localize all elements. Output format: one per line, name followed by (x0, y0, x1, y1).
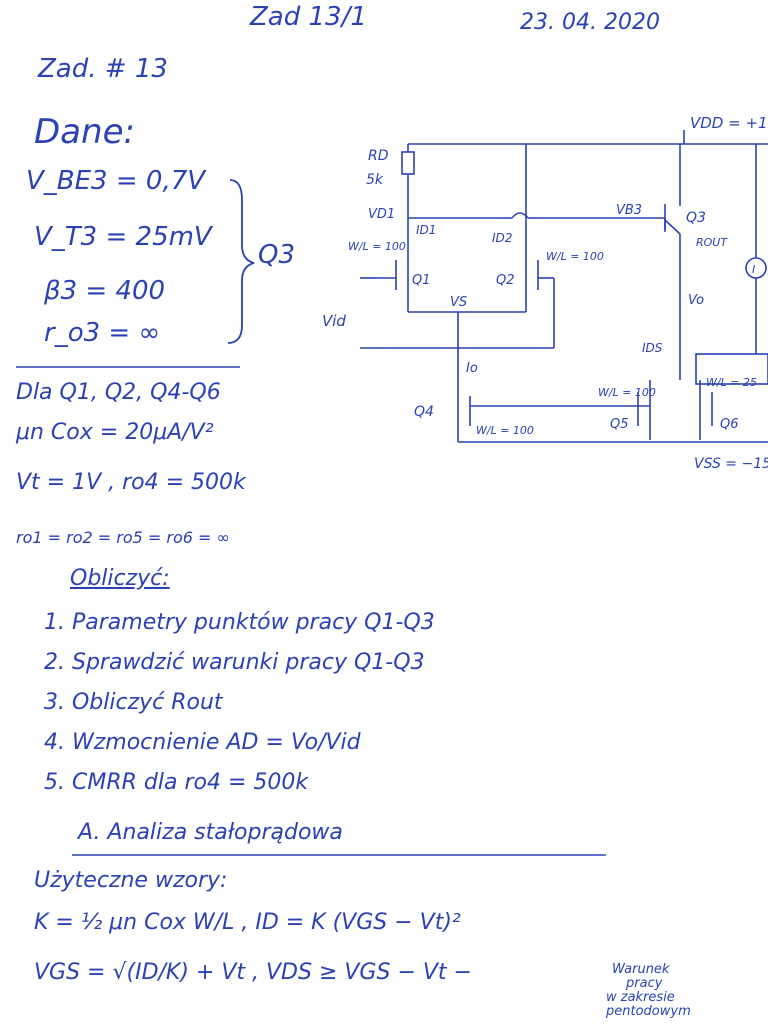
calc-item: 5. CMRR dla ro4 = 500k (44, 770, 309, 795)
calc-heading: Obliczyć: (70, 566, 170, 591)
param-vt3: V_T3 = 25mV (34, 222, 212, 252)
q3-brace-label: Q3 (258, 240, 296, 270)
calc-item: 3. Obliczyć Rout (44, 690, 223, 715)
useful-formulas-label: Użyteczne wzory: (34, 868, 228, 893)
date: 23. 04. 2020 (520, 10, 660, 35)
q2-label: Q2 (496, 273, 515, 288)
calc-item: 4. Wzmocnienie AD = Vo/Vid (44, 730, 361, 755)
task-heading: Zad. # 13 (38, 54, 168, 84)
vb3-label: VB3 (616, 203, 642, 218)
param-vbe3: V_BE3 = 0,7V (26, 166, 206, 196)
q5-label: Q5 (610, 417, 629, 432)
vdd-label: VDD = +15 (690, 114, 768, 132)
formula-k-id: K = ½ μn Cox W/L , ID = K (VGS − Vt)² (34, 910, 461, 935)
q3-label: Q3 (686, 210, 706, 226)
wl-q2-label: W/L = 100 (546, 250, 604, 263)
vd1-label: VD1 (368, 207, 395, 222)
page-title: Zad 13/1 (250, 2, 367, 32)
vo-label: Vo (688, 293, 704, 308)
id2-label: ID2 (492, 231, 512, 245)
q6-label: Q6 (720, 417, 739, 432)
q1-label: Q1 (412, 273, 431, 288)
note-line: pentodowym (606, 1004, 691, 1019)
formula-vgs-vds: VGS = √(ID/K) + Vt , VDS ≥ VGS − Vt − (34, 960, 472, 985)
ids-label: IDS (642, 341, 663, 355)
param-ro-rest: ro1 = ro2 = ro5 = ro6 = ∞ (16, 528, 230, 547)
analysis-heading: A. Analiza stałoprądowa (78, 820, 343, 845)
vid-label: Vid (322, 312, 346, 330)
note-line: w zakresie (606, 990, 675, 1005)
wl-q4-label: W/L = 100 (476, 424, 534, 437)
rd-label: RD (368, 148, 389, 164)
vss-label: VSS = −15 (694, 456, 768, 472)
calc-item: 1. Parametry punktów pracy Q1-Q3 (44, 610, 435, 635)
param-ro3: r_o3 = ∞ (44, 318, 161, 348)
id1-label: ID1 (416, 223, 436, 237)
param-vt-ro4: Vt = 1V , ro4 = 500k (16, 470, 246, 495)
q4-label: Q4 (414, 404, 434, 420)
param-group: Dla Q1, Q2, Q4-Q6 (16, 380, 221, 405)
vs-label: VS (450, 295, 467, 310)
divider (16, 366, 240, 368)
param-beta3: β3 = 400 (44, 276, 166, 306)
wl-q5-label: W/L = 100 (598, 386, 656, 399)
analysis-underline (72, 854, 606, 856)
q3-brace (227, 179, 255, 344)
current-source-label: I (752, 263, 755, 276)
io-label: Io (466, 361, 478, 376)
rd-value: 5k (366, 172, 384, 188)
note-line: pracy (626, 976, 663, 991)
rout-label: ROUT (696, 236, 728, 249)
circuit-diagram: VDD = +15 RD 5k VD1 ID1 W/L = 100 Q1 ID2… (322, 114, 768, 472)
wl-q1-label: W/L = 100 (348, 240, 406, 253)
given-heading: Dane: (34, 112, 135, 152)
wl-q6-label: W/L = 25 (706, 376, 757, 389)
note-line: Warunek (612, 962, 670, 977)
param-mun-cox: μn Cox = 20μA/V² (16, 420, 214, 445)
calc-item: 2. Sprawdzić warunki pracy Q1-Q3 (44, 650, 425, 675)
